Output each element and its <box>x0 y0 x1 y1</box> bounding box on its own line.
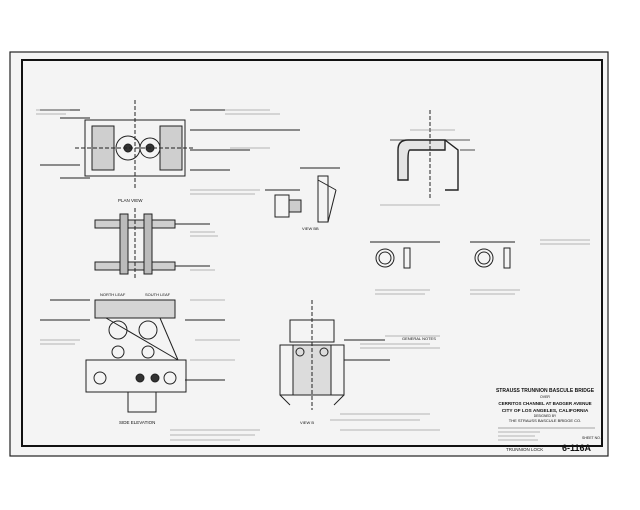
drawing-border <box>21 59 603 447</box>
title-block-designed-by: DESIGNED BY <box>534 414 557 418</box>
annotation-lines <box>36 109 590 441</box>
view-b <box>279 300 390 410</box>
washer-details <box>370 241 515 269</box>
view-bb-label: VIEW BB <box>302 226 319 231</box>
plan-view <box>40 100 300 190</box>
view-a <box>94 208 210 280</box>
title-block-drawing-name: TRUNNION LOCK <box>506 447 543 452</box>
side-elevation-label: SIDE ELEVATION <box>119 420 155 425</box>
side-elevation <box>40 299 225 413</box>
title-block-city: CITY OF LOS ANGELES, CALIFORNIA <box>502 408 589 414</box>
title-block-title: STRAUSS TRUNNION BASCULE BRIDGE <box>496 388 595 394</box>
south-leaf-label: SOUTH LEAF <box>145 292 171 297</box>
title-block-company: THE STRAUSS BASCULE BRIDGE CO. <box>509 418 581 423</box>
plan-view-label: PLAN VIEW <box>118 198 143 203</box>
title-block-drawing-number: 6-116A <box>562 443 592 453</box>
general-notes-label: GENERAL NOTES <box>402 336 436 341</box>
title-block-over: OVER <box>540 395 550 399</box>
section-detail <box>390 110 475 200</box>
title-block-sheet-label: SHEET NO. <box>582 436 601 440</box>
title-block: STRAUSS TRUNNION BASCULE BRIDGE OVER CER… <box>496 388 601 453</box>
north-leaf-label: NORTH LEAF <box>100 292 126 297</box>
view-bb <box>265 167 340 223</box>
title-block-location: CERRITOS CHANNEL AT BADGER AVENUE <box>498 401 591 406</box>
view-b-label: VIEW B <box>300 420 314 425</box>
